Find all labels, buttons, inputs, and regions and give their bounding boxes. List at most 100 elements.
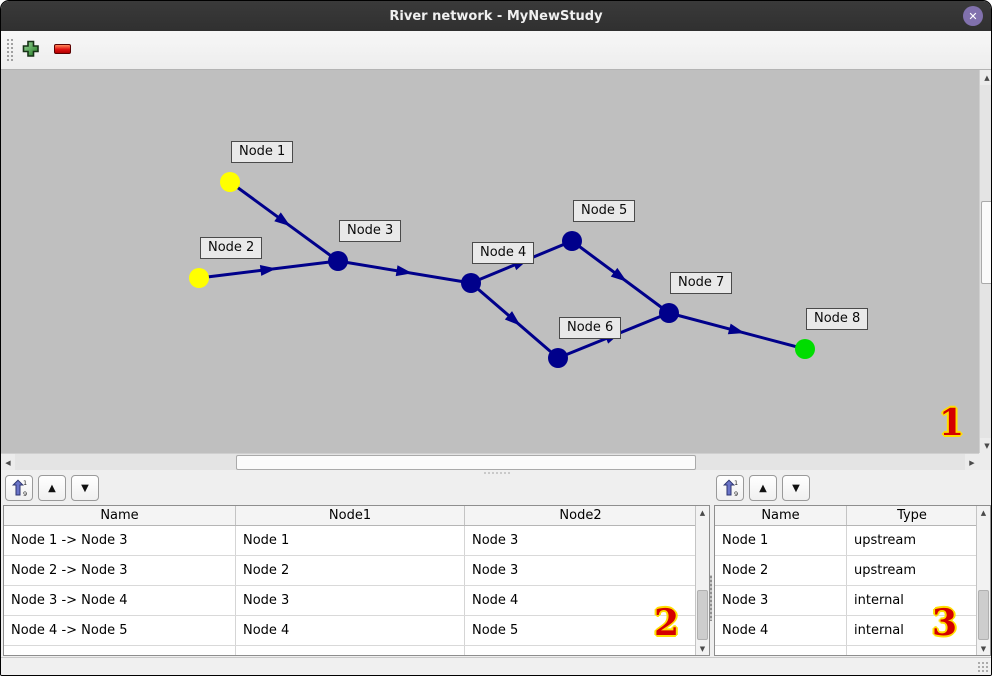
table-cell[interactable]: Node 3 bbox=[715, 586, 847, 615]
table-cell[interactable]: Node 1 -> Node 3 bbox=[4, 526, 236, 555]
scroll-up-icon[interactable]: ▲ bbox=[977, 506, 990, 519]
window-title: River network - MyNewStudy bbox=[389, 8, 603, 24]
reaches-scroll-thumb[interactable] bbox=[697, 590, 708, 640]
node-label-box[interactable]: Node 4 bbox=[472, 242, 535, 264]
reaches-sort-button[interactable]: 1 9 bbox=[5, 475, 33, 501]
scroll-down-icon[interactable]: ▼ bbox=[977, 642, 990, 655]
table-cell[interactable]: Node 1 bbox=[236, 526, 465, 555]
river-node[interactable] bbox=[461, 273, 481, 293]
node-label-box[interactable]: Node 5 bbox=[573, 200, 636, 222]
main-toolbar bbox=[1, 31, 991, 70]
table-cell[interactable] bbox=[4, 646, 236, 655]
column-header[interactable]: Node1 bbox=[236, 506, 465, 525]
table-cell[interactable]: Node 4 bbox=[465, 586, 697, 615]
column-header[interactable]: Node2 bbox=[465, 506, 697, 525]
panel-splitter[interactable] bbox=[1, 470, 991, 475]
node-label-box[interactable]: Node 1 bbox=[231, 141, 294, 163]
table-cell[interactable]: Node 4 bbox=[715, 616, 847, 645]
node-label-box[interactable]: Node 6 bbox=[559, 317, 622, 339]
nodes-move-up-button[interactable]: ▲ bbox=[749, 475, 777, 501]
river-node[interactable] bbox=[189, 268, 209, 288]
nodes-move-down-button[interactable]: ▼ bbox=[782, 475, 810, 501]
svg-text:9: 9 bbox=[734, 490, 738, 498]
table-cell[interactable] bbox=[465, 646, 697, 655]
table-cell[interactable]: Node 3 bbox=[465, 526, 697, 555]
svg-text:9: 9 bbox=[23, 490, 27, 498]
nodes-sort-button[interactable]: 1 9 bbox=[716, 475, 744, 501]
table-row[interactable] bbox=[4, 646, 709, 655]
flow-direction-arrow-icon bbox=[504, 311, 521, 326]
node-label-box[interactable]: Node 8 bbox=[806, 308, 869, 330]
remove-node-icon[interactable] bbox=[54, 44, 71, 54]
table-cell[interactable]: Node 1 bbox=[715, 526, 847, 555]
reaches-table-scrollbar[interactable]: ▲ ▼ bbox=[695, 506, 709, 655]
reaches-move-down-button[interactable]: ▼ bbox=[71, 475, 99, 501]
node-label-box[interactable]: Node 7 bbox=[670, 272, 733, 294]
table-cell[interactable]: Node 3 -> Node 4 bbox=[4, 586, 236, 615]
table-cell[interactable]: Node 3 bbox=[236, 586, 465, 615]
river-node[interactable] bbox=[659, 303, 679, 323]
vertical-scroll-thumb[interactable] bbox=[981, 201, 991, 284]
scroll-up-icon[interactable]: ▲ bbox=[980, 70, 991, 85]
scroll-right-icon[interactable]: ▶ bbox=[965, 454, 979, 471]
close-icon[interactable]: ✕ bbox=[963, 6, 983, 26]
table-cell[interactable] bbox=[715, 646, 847, 655]
title-bar[interactable]: River network - MyNewStudy ✕ bbox=[1, 1, 991, 31]
node-label-box[interactable]: Node 3 bbox=[339, 220, 402, 242]
splitter-grip-icon bbox=[710, 575, 712, 621]
table-cell[interactable]: Node 2 -> Node 3 bbox=[4, 556, 236, 585]
table-cell[interactable]: upstream bbox=[847, 556, 978, 585]
table-cell[interactable] bbox=[236, 646, 465, 655]
horizontal-scroll-thumb[interactable] bbox=[236, 455, 696, 470]
column-header[interactable]: Name bbox=[715, 506, 847, 525]
scroll-down-icon[interactable]: ▼ bbox=[980, 438, 991, 453]
table-row[interactable] bbox=[715, 646, 990, 655]
river-node[interactable] bbox=[562, 231, 582, 251]
column-header[interactable]: Name bbox=[4, 506, 236, 525]
scroll-down-icon[interactable]: ▼ bbox=[696, 642, 709, 655]
network-canvas[interactable]: Node 1 Node 2 Node 3 Node 4 Node 5 Node 6 Node… bbox=[1, 70, 979, 453]
canvas-vertical-scrollbar[interactable]: ▲ ▼ bbox=[979, 70, 991, 453]
table-cell[interactable] bbox=[847, 646, 978, 655]
nodes-scroll-thumb[interactable] bbox=[978, 590, 989, 640]
table-splitter[interactable] bbox=[709, 505, 713, 656]
canvas-horizontal-scrollbar[interactable]: ◀ ▶ bbox=[1, 453, 979, 471]
table-cell[interactable]: Node 4 bbox=[236, 616, 465, 645]
splitter-grip-icon bbox=[483, 472, 511, 474]
scroll-left-icon[interactable]: ◀ bbox=[1, 454, 15, 471]
flow-direction-arrow-icon bbox=[395, 265, 413, 277]
table-cell[interactable]: upstream bbox=[847, 526, 978, 555]
table-cell[interactable]: Node 2 bbox=[715, 556, 847, 585]
river-node[interactable] bbox=[328, 251, 348, 271]
resize-grip-icon[interactable] bbox=[977, 661, 989, 673]
table-cell[interactable]: internal bbox=[847, 616, 978, 645]
toolbar-drag-handle[interactable] bbox=[6, 38, 14, 63]
flow-direction-arrow-icon bbox=[610, 267, 627, 282]
reaches-move-up-button[interactable]: ▲ bbox=[38, 475, 66, 501]
table-cell[interactable]: Node 5 bbox=[465, 616, 697, 645]
node-label-box[interactable]: Node 2 bbox=[200, 237, 263, 259]
table-cell[interactable]: Node 3 bbox=[465, 556, 697, 585]
flow-direction-arrow-icon bbox=[259, 265, 277, 276]
table-cell[interactable]: Node 4 -> Node 5 bbox=[4, 616, 236, 645]
scroll-up-icon[interactable]: ▲ bbox=[696, 506, 709, 519]
add-node-icon[interactable] bbox=[22, 40, 40, 58]
river-node[interactable] bbox=[795, 339, 815, 359]
column-header[interactable]: Type bbox=[847, 506, 978, 525]
nodes-table-scrollbar[interactable]: ▲ ▼ bbox=[976, 506, 990, 655]
table-cell[interactable]: Node 2 bbox=[236, 556, 465, 585]
river-node[interactable] bbox=[220, 172, 240, 192]
table-cell[interactable]: internal bbox=[847, 586, 978, 615]
river-node[interactable] bbox=[548, 348, 568, 368]
